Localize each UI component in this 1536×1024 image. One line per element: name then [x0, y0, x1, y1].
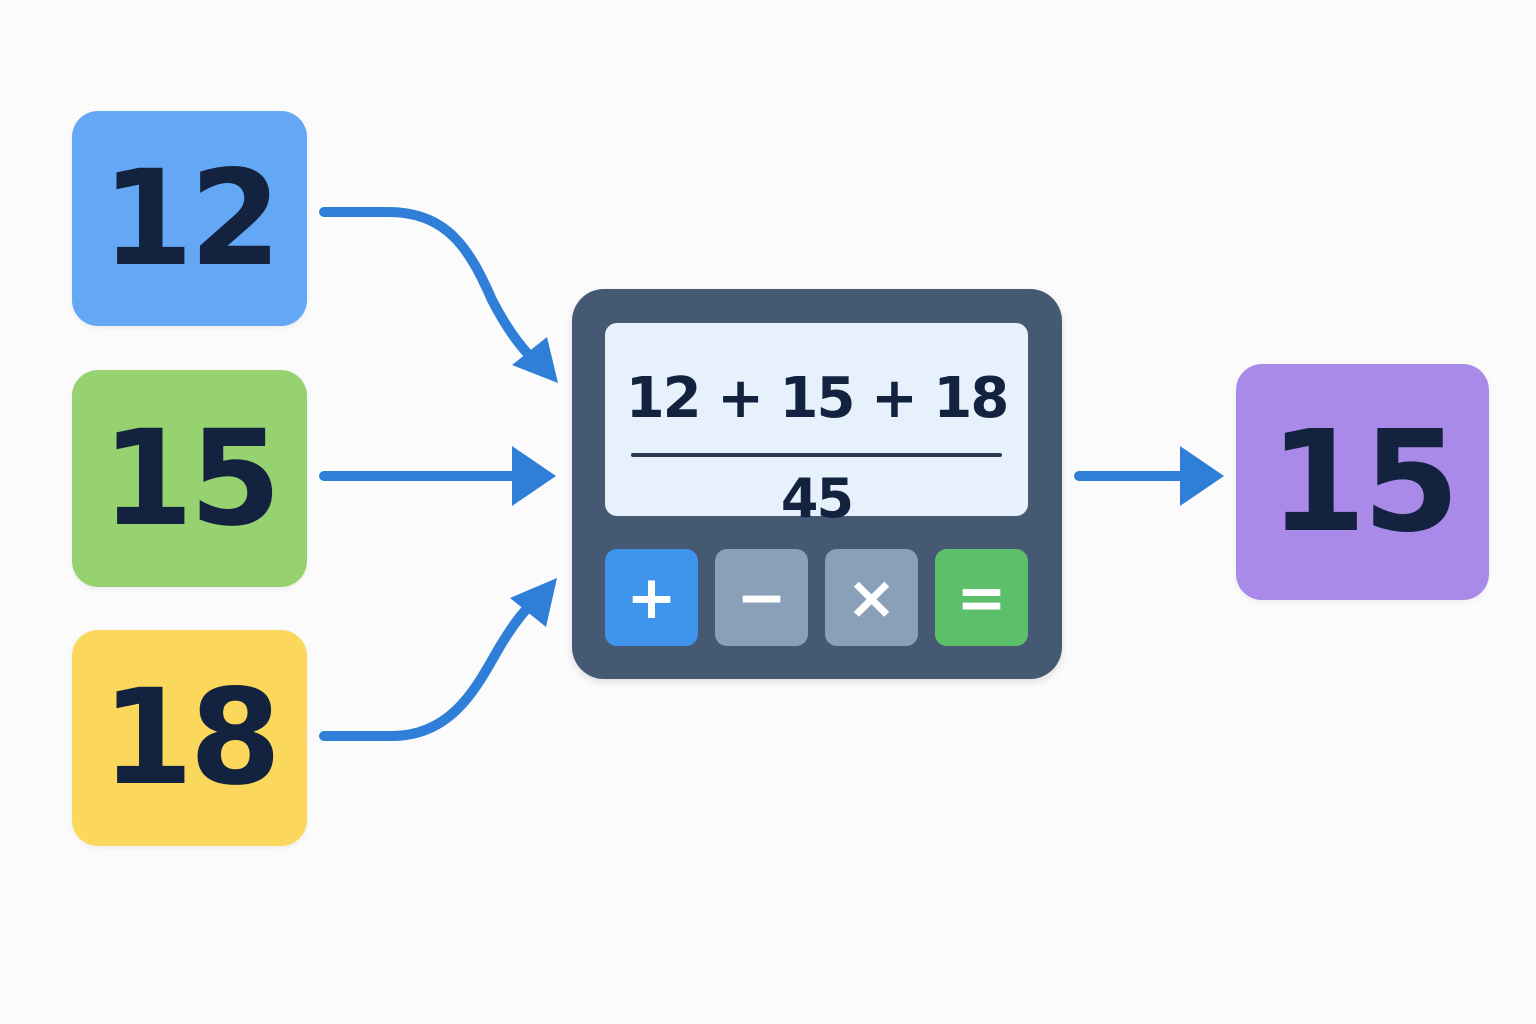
arrowhead-12	[512, 337, 558, 383]
arrowhead-output	[1180, 446, 1224, 506]
arrow-from-12	[319, 207, 550, 377]
times-button[interactable]: ×	[825, 549, 918, 646]
minus-button[interactable]: −	[715, 549, 808, 646]
arrow-from-18	[319, 586, 550, 741]
fraction-bar	[631, 453, 1002, 457]
calculator: 12 + 15 + 18 45 + − × =	[572, 289, 1062, 679]
input-tile-12: 12	[72, 111, 307, 326]
calculator-display: 12 + 15 + 18 45	[605, 323, 1028, 526]
input-tile-18: 18	[72, 630, 307, 846]
sum-result: 45	[780, 467, 854, 530]
sum-expression: 12 + 15 + 18	[625, 366, 1010, 431]
plus-button[interactable]: +	[605, 549, 698, 646]
arrowhead-15	[512, 446, 556, 506]
output-tile-15: 15	[1236, 364, 1489, 600]
equals-button[interactable]: =	[935, 549, 1028, 646]
arrowhead-18	[510, 578, 557, 627]
input-tile-15: 15	[72, 370, 307, 587]
